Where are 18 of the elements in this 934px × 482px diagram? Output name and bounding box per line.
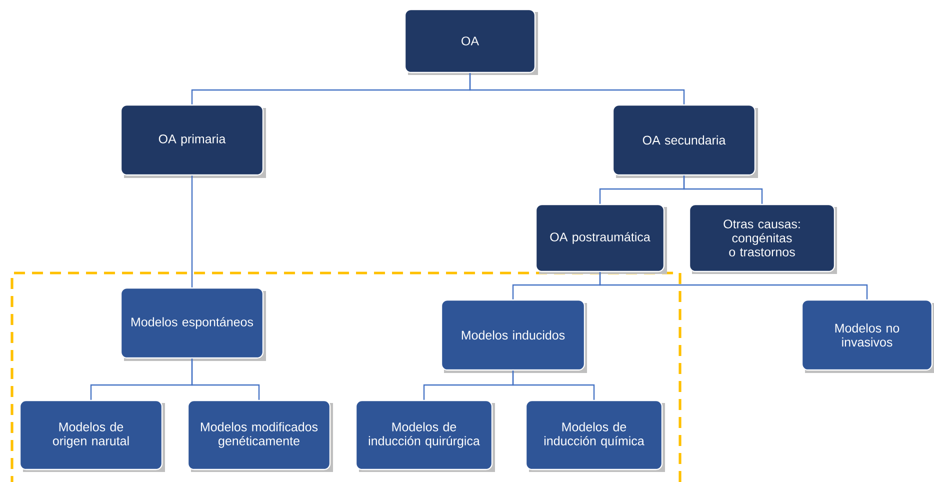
connector-line	[191, 176, 193, 288]
org-box: Modelos de inducción química	[525, 400, 665, 472]
org-box: Modelos no invasivos	[801, 299, 934, 373]
connector-line	[599, 272, 868, 300]
org-box: Modelos de inducción quirúrgica	[355, 400, 495, 472]
org-box: Modelos de origen narutal	[19, 400, 165, 472]
org-box: OA	[404, 8, 538, 75]
org-box: Otras causas: congénitas o trastornos	[688, 204, 837, 274]
org-box: Modelos espontáneos	[120, 287, 266, 361]
connector-line	[683, 176, 763, 204]
connector-line	[512, 370, 595, 400]
connector-line	[469, 73, 685, 104]
org-box: OA postraumática	[535, 204, 667, 274]
org-box: Modelos modificados genéticamente	[187, 400, 333, 472]
connector-line	[191, 358, 260, 400]
org-box: Modelos inducidos	[440, 299, 587, 373]
org-box: OA secundaria	[612, 104, 758, 178]
org-box: OA primaria	[120, 104, 266, 178]
